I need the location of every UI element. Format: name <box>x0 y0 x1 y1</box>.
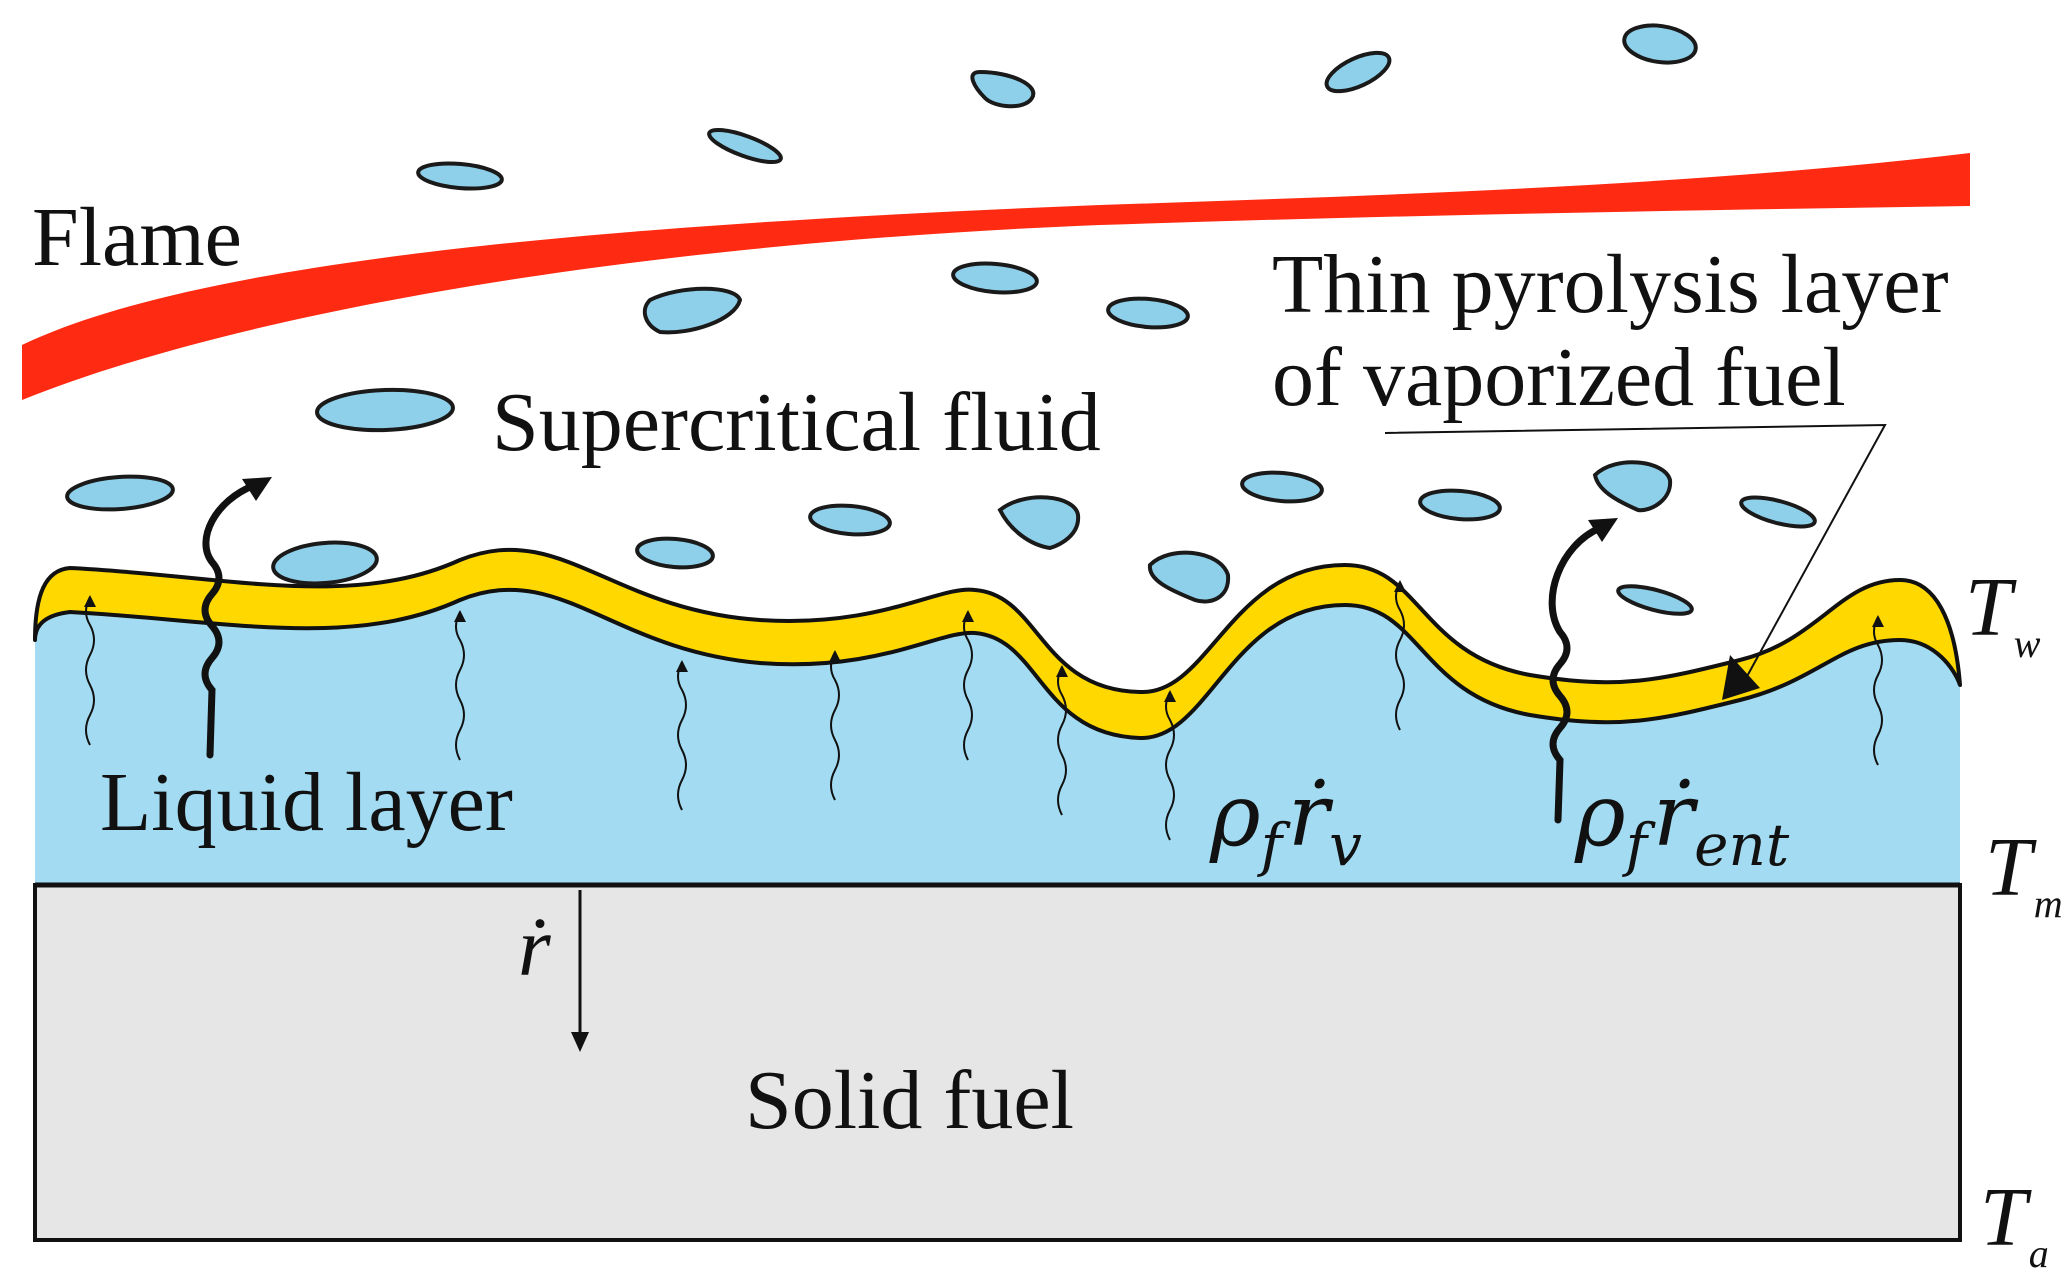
droplet <box>65 474 175 512</box>
rho-symbol: ρ <box>1574 766 1626 866</box>
regression-rate-symbol: ṙ <box>518 901 551 994</box>
droplet <box>951 261 1039 295</box>
droplet <box>1739 495 1817 529</box>
temperature-symbol: T <box>1980 1171 2032 1264</box>
r-dot-symbol: ṙ <box>1653 766 1699 866</box>
subscript-v: v <box>1329 811 1362 879</box>
solid-fuel-layer <box>33 883 1962 1242</box>
wavy-arrow <box>1394 580 1406 731</box>
subscript-a: a <box>2029 1231 2049 1276</box>
temperature-symbol: T <box>1965 561 2017 654</box>
droplet <box>1592 460 1673 513</box>
droplet <box>416 161 504 191</box>
r-dot-symbol: ṙ <box>1288 766 1334 866</box>
liquid-layer-label: Liquid layer <box>100 756 513 849</box>
wavy-arrow <box>1872 615 1884 766</box>
pyrolysis-callout <box>1384 423 1887 700</box>
ambient-temperature-label: Ta <box>1980 1171 2049 1276</box>
droplet <box>1240 470 1324 504</box>
melt-temperature-label: Tm <box>1985 821 2063 926</box>
entrainment-arrow-right <box>1548 518 1618 824</box>
droplet <box>315 387 455 433</box>
supercritical-fluid-label: Supercritical fluid <box>492 376 1101 469</box>
subscript-w: w <box>2014 621 2041 666</box>
wavy-arrow <box>1164 690 1176 841</box>
entrainment-arrow-left <box>201 477 272 759</box>
wavy-arrow <box>962 610 974 761</box>
solid-fuel-label: Solid fuel <box>745 1054 1074 1147</box>
droplet <box>808 503 892 537</box>
droplet <box>642 286 743 335</box>
droplet <box>1324 50 1392 94</box>
droplet <box>635 536 715 570</box>
droplet <box>1147 550 1231 604</box>
droplet <box>1418 488 1502 522</box>
subscript-m: m <box>2034 881 2063 926</box>
wavy-arrow <box>676 660 688 811</box>
entrainment-mass-flux: ρfṙent <box>1574 766 1790 879</box>
temperature-symbol: T <box>1985 821 2037 914</box>
flame-front <box>22 153 1970 400</box>
droplet <box>1616 584 1694 616</box>
pyrolysis-label-line1: Thin pyrolysis layer <box>1272 238 1949 331</box>
pyrolysis-label-line2: of vaporized fuel <box>1272 331 1846 424</box>
regression-arrow <box>571 890 589 1052</box>
wavy-arrow <box>829 650 841 801</box>
supercritical-droplets <box>65 23 1817 616</box>
wavy-arrow <box>1056 665 1068 816</box>
droplet <box>1622 23 1698 65</box>
wavy-arrow <box>454 610 466 761</box>
subscript-ent: ent <box>1694 811 1790 879</box>
wall-temperature-label: Tw <box>1965 561 2041 666</box>
rho-symbol: ρ <box>1209 766 1261 866</box>
liquid-layer <box>35 589 1960 885</box>
flame-label: Flame <box>32 191 242 284</box>
droplet <box>707 127 783 165</box>
wavy-arrow <box>84 595 96 746</box>
droplet <box>1106 296 1190 330</box>
droplet <box>997 495 1081 551</box>
droplet <box>970 69 1036 109</box>
droplet <box>271 540 379 586</box>
vaporization-arrows <box>84 580 1884 841</box>
